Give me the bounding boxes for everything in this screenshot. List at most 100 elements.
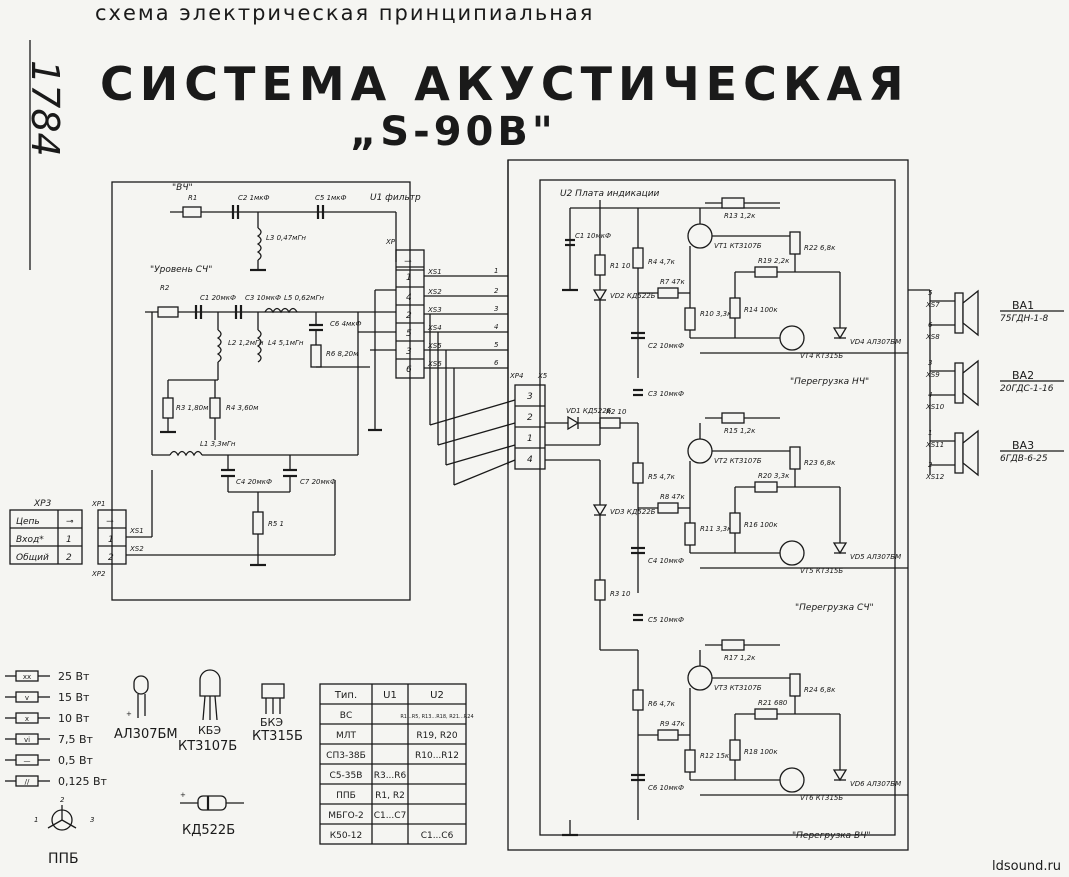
c7-label: C7 20мкФ: [300, 478, 336, 486]
stage-npn-transistor: [779, 767, 805, 793]
stage-r-bias-label: R20 3,3к: [758, 472, 790, 480]
l1-inductor: [169, 450, 203, 457]
legend-symbol: v: [25, 694, 29, 702]
stage-cap-label: C2 10мкФ: [648, 342, 684, 350]
stage-pnp-label: VT3 КТ3107Б: [714, 684, 762, 692]
r1-u2-label: R1 10: [610, 262, 631, 270]
l5-inductor: [264, 307, 298, 314]
stage-led-label: VD5 АЛ307БМ: [850, 553, 901, 561]
r3-u2-label: R3 10: [610, 590, 631, 598]
legend-symbol: vi: [24, 736, 30, 744]
stage-r-bias-label: R19 2,2к: [758, 257, 790, 265]
r1-u2-resistor: [594, 254, 606, 276]
stage-trimmer-label: R12 15к: [700, 752, 730, 760]
stage-r-load: [789, 446, 801, 470]
vd1-diode: [567, 415, 580, 431]
legend-symbol: x: [25, 715, 29, 723]
kt3107-icon: [199, 669, 221, 697]
spec-cell: R3...R6: [374, 771, 407, 781]
xs-socket-label: XS6: [427, 360, 442, 368]
spec-cell: С5-35В: [330, 771, 363, 781]
speaker-socket: XS9: [925, 371, 940, 379]
stage-led-label: VD4 АЛ307БМ: [850, 338, 901, 346]
ppb-pin2: 2: [60, 796, 65, 804]
c5-label: C5 1мкФ: [315, 194, 347, 202]
input-table: [9, 509, 83, 565]
filter-label: U1 фильтр: [370, 193, 421, 203]
stage-led-label: VD6 АЛ307БМ: [850, 780, 901, 788]
l3-inductor: [256, 227, 262, 261]
input-row-label: Вход*: [16, 535, 44, 545]
xp-pin-number: 2: [406, 311, 412, 321]
xp4-pin-number: 2: [527, 413, 533, 423]
stage-npn-label: VT6 КТ315Б: [800, 794, 843, 802]
stage-r-feedback-label: R17 1,2к: [724, 654, 756, 662]
stage-r-bias: [754, 481, 778, 493]
vd3-diode: [592, 504, 608, 517]
page-title: СИСТЕМА АКУСТИЧЕСКАЯ: [100, 57, 909, 111]
r2-resistor: [157, 306, 179, 318]
overload-mf-label: "Перегрузка СЧ": [795, 603, 874, 613]
speaker-name: BA1: [1012, 299, 1034, 312]
input-row-pin: 2: [66, 553, 72, 563]
diode-label: КД522Б: [182, 823, 235, 838]
led-icon: [133, 675, 149, 695]
hf-label: "ВЧ": [172, 183, 193, 193]
spec-cell: СП3-38Б: [326, 751, 366, 761]
legend-power: 7,5 Вт: [58, 733, 94, 746]
spec-header: U2: [430, 690, 444, 701]
xp-pin-number: 4: [406, 293, 412, 303]
legend-symbol: xx: [23, 673, 31, 681]
xp4-label: XP4: [509, 372, 523, 380]
speaker-body: [954, 432, 964, 474]
input-row-pin: 1: [66, 535, 72, 545]
kbe-label: КБЭ: [198, 724, 221, 737]
stage-r-base-label: R14 100к: [744, 306, 778, 314]
l4-inductor: [256, 329, 262, 363]
speaker-body: [954, 292, 964, 334]
vd2-diode: [592, 289, 608, 302]
legend-power: 25 Вт: [58, 670, 90, 683]
speaker-name: BA2: [1012, 369, 1034, 382]
ppb-label: ППБ: [48, 851, 79, 867]
bus-route: [429, 399, 516, 426]
stage-r-in-label: R9 47к: [660, 720, 685, 728]
spec-header: Тип.: [334, 690, 357, 701]
stage-r-base: [729, 512, 741, 534]
stage-r-bias: [754, 708, 778, 720]
stage-r-top: [632, 689, 644, 711]
stage-led-icon: [832, 327, 848, 340]
xs-socket-label: XS5: [427, 342, 442, 350]
spec-cell: ВС: [340, 711, 352, 721]
legend-symbol: //: [25, 778, 30, 786]
r3-resistor: [162, 397, 174, 419]
spec-cell: ППБ: [336, 791, 356, 801]
stage-pnp-transistor: [687, 665, 713, 691]
stage-trimmer: [684, 522, 696, 546]
xs-socket-label: XS3: [427, 306, 442, 314]
c5-label: C5 10мкФ: [648, 616, 684, 624]
stage-cap-label: C4 10мкФ: [648, 557, 684, 565]
spec-header: U1: [383, 690, 397, 701]
svg-text:1: 1: [108, 535, 114, 545]
stage-r-in-label: R8 47к: [660, 493, 685, 501]
bus-route: [453, 459, 516, 486]
filter-frame: [111, 181, 411, 601]
r2-u2-resistor: [599, 417, 621, 429]
speaker-socket: XS11: [925, 441, 944, 449]
stage-r-base-label: R18 100к: [744, 748, 778, 756]
l3-label: L3 0,47мГн: [266, 234, 306, 242]
stage-r-feedback-label: R13 1,2к: [724, 212, 756, 220]
r6-label: R6 8,20м: [326, 350, 359, 358]
indicator-board: [539, 179, 896, 836]
u2-c1-label: C1 10мкФ: [575, 232, 611, 240]
spec-cell: C1...C7: [374, 811, 407, 821]
